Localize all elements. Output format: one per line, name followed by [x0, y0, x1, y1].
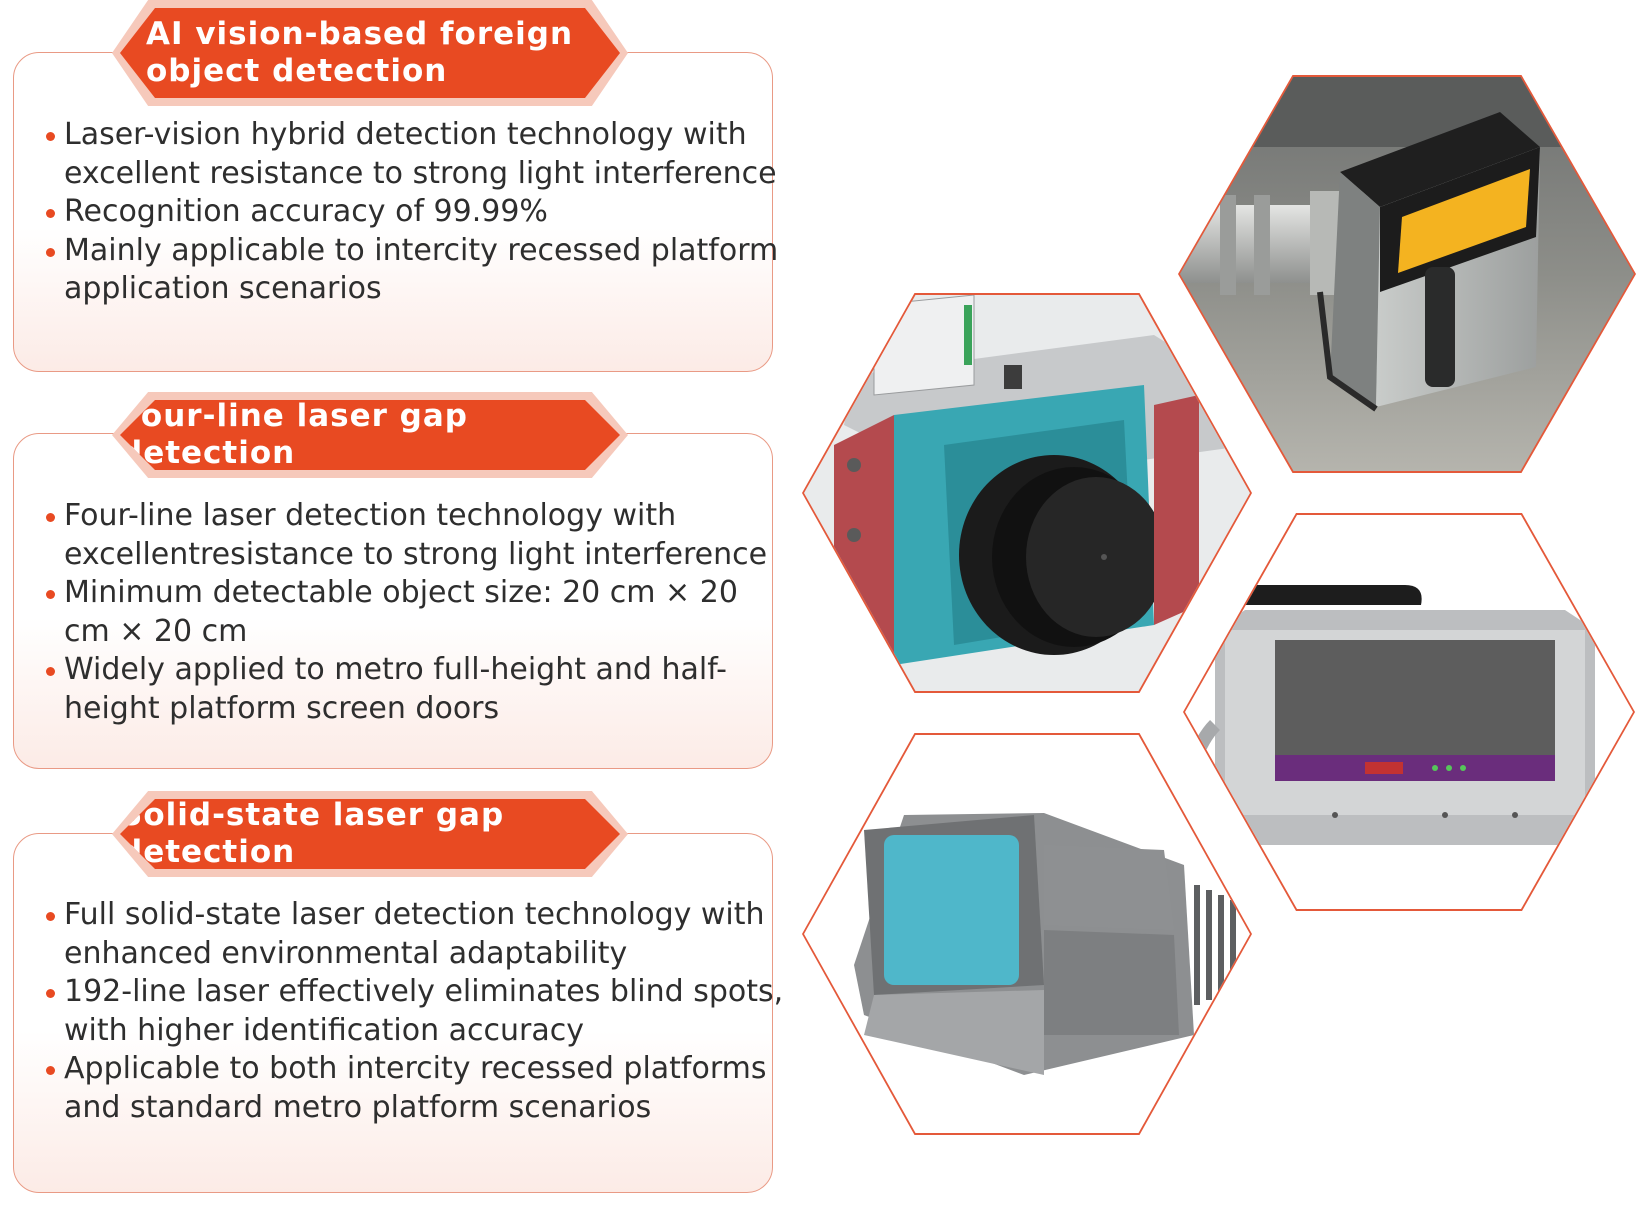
control-unit-illustration — [1185, 515, 1633, 909]
list-item: Minimum detectable object size: 20 cm × … — [46, 574, 786, 651]
feature-list-ai-vision: Laser-vision hybrid detection technology… — [46, 116, 786, 309]
feature-list-solid-state-laser: Full solid-state laser detection technol… — [46, 896, 786, 1127]
four-line-laser-illustration — [804, 295, 1250, 691]
vision-camera-illustration — [1180, 77, 1634, 471]
section-title-solid-state-laser: Solid-state laser gap detection — [120, 799, 620, 869]
section-title-four-line-laser: Four-line laser gap detection — [120, 400, 620, 470]
list-item: Full solid-state laser detection technol… — [46, 896, 786, 973]
solid-state-laser-illustration — [804, 735, 1250, 1133]
list-item: 192-line laser effectively eliminates bl… — [46, 973, 786, 1050]
feature-list-four-line-laser: Four-line laser detection technology wit… — [46, 497, 786, 728]
bullet-dot-icon — [46, 590, 55, 599]
bullet-dot-icon — [46, 247, 55, 257]
hex-image-four-line-laser — [802, 293, 1252, 693]
hex-image-solid-state-laser — [802, 733, 1252, 1135]
bullet-dot-icon — [46, 513, 55, 522]
feature-card-four-line-laser — [13, 433, 773, 769]
list-item: Laser-vision hybrid detection technology… — [46, 116, 786, 193]
bullet-dot-icon — [46, 209, 55, 218]
bullet-dot-icon — [46, 132, 55, 141]
list-item: Recognition accuracy of 99.99% — [46, 193, 786, 232]
list-item: Mainly applicable to intercity recessed … — [46, 232, 786, 309]
bullet-dot-icon — [46, 989, 55, 998]
hex-image-vision-camera — [1178, 75, 1636, 473]
bullet-dot-icon — [46, 912, 55, 921]
bullet-dot-icon — [46, 667, 55, 676]
hex-image-control-unit — [1183, 513, 1635, 911]
bullet-dot-icon — [46, 1066, 55, 1075]
feature-card-solid-state-laser — [13, 833, 773, 1193]
list-item: Widely applied to metro full-height and … — [46, 651, 786, 728]
list-item: Four-line laser detection technology wit… — [46, 497, 786, 574]
section-title-ai-vision: AI vision-based foreign object detection — [120, 8, 620, 98]
list-item: Applicable to both intercity recessed pl… — [46, 1050, 786, 1127]
